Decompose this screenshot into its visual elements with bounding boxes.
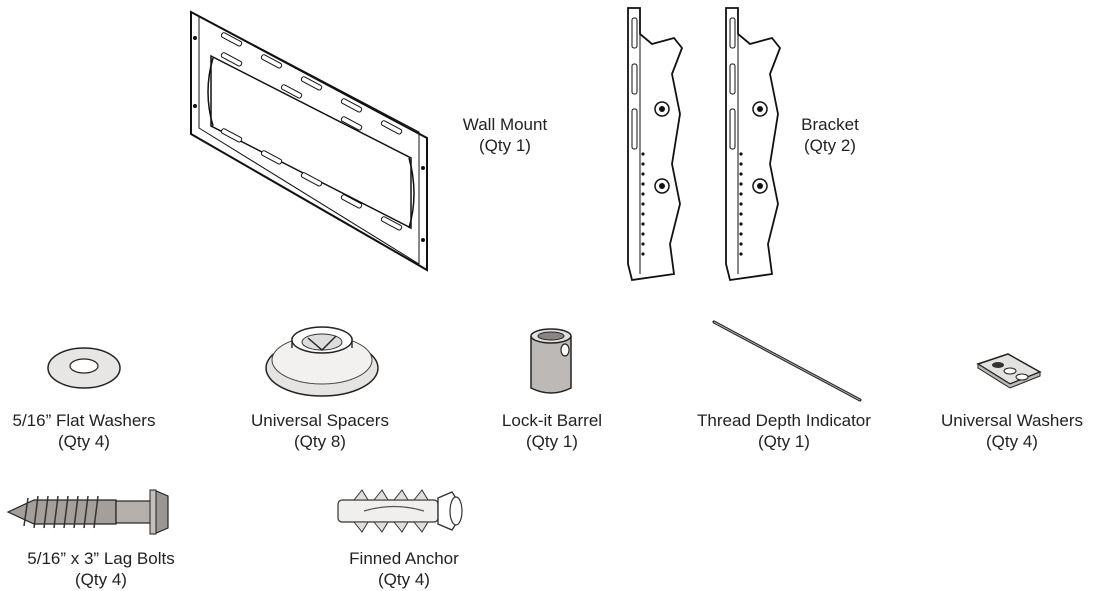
flat-washers-label: 5/16” Flat Washers(Qty 4) [12,411,156,451]
lock-it-barrel-drawing [530,328,572,394]
universal-washer-drawing [976,353,1042,389]
universal-spacer-drawing [265,326,379,397]
lag-bolt-drawing [6,489,169,535]
finned-anchor-drawing [337,489,463,533]
wall-mount-drawing [190,10,428,272]
thread-depth-indicator-drawing [712,320,862,402]
universal-washers-label: Universal Washers(Qty 4) [940,411,1084,451]
wall-mount-label: Wall Mount(Qty 1) [462,115,548,155]
finned-anchor-label: Finned Anchor(Qty 4) [349,549,459,589]
universal-spacers-label: Universal Spacers(Qty 8) [251,411,389,451]
flat-washer-drawing [47,347,121,389]
bracket-left-drawing [627,7,684,282]
lag-bolts-label: 5/16” x 3” Lag Bolts(Qty 4) [27,549,175,589]
bracket-right-drawing [725,7,782,282]
lock-it-barrel-label: Lock-it Barrel(Qty 1) [501,411,603,451]
bracket-label: Bracket(Qty 2) [801,115,859,155]
thread-depth-indicator-label: Thread Depth Indicator(Qty 1) [697,411,871,451]
